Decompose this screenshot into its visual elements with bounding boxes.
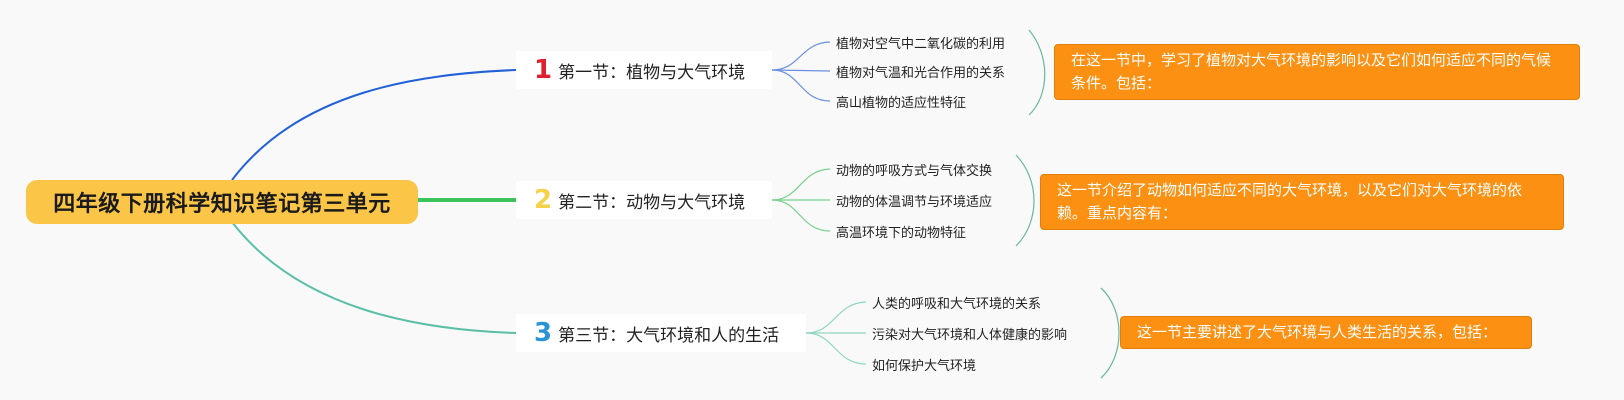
section-2-topic[interactable]: 2 第二节：动物与大气环境 xyxy=(516,181,772,219)
leaf-line-1-3 xyxy=(771,69,831,102)
summary-note-3[interactable]: 这一节主要讲述了大气环境与人类生活的关系，包括： xyxy=(1120,316,1532,349)
branch-line-1 xyxy=(231,69,517,181)
subtopic-2-1[interactable]: 动物的呼吸方式与气体交换 xyxy=(836,164,993,179)
leaf-line-2-3 xyxy=(771,199,831,232)
section-number-2: 2 xyxy=(534,185,553,215)
subtopic-1-3[interactable]: 高山植物的适应性特征 xyxy=(836,96,967,111)
subtopic-2-3[interactable]: 高温环境下的动物特征 xyxy=(836,226,967,241)
section-number-3: 3 xyxy=(534,318,553,348)
root-topic[interactable]: 四年级下册科学知识笔记第三单元 xyxy=(26,180,418,224)
leaf-line-1-2 xyxy=(771,69,831,72)
leaf-line-2-1 xyxy=(771,168,831,201)
subtopic-1-1[interactable]: 植物对空气中二氧化碳的利用 xyxy=(836,37,1006,52)
section-1-topic[interactable]: 1 第一节：植物与大气环境 xyxy=(516,51,772,89)
summary-bracket-2 xyxy=(1015,154,1035,247)
subtopic-3-1[interactable]: 人类的呼吸和大气环境的关系 xyxy=(872,297,1042,312)
subtopic-2-2[interactable]: 动物的体温调节与环境适应 xyxy=(836,195,993,210)
section-number-1: 1 xyxy=(534,55,553,85)
summary-bracket-3 xyxy=(1100,287,1120,379)
subtopic-3-2[interactable]: 污染对大气环境和人体健康的影响 xyxy=(872,328,1068,343)
section-title-3: 第三节：大气环境和人的生活 xyxy=(558,325,780,346)
section-title-2: 第二节：动物与大气环境 xyxy=(558,192,746,213)
leaf-line-3-1 xyxy=(805,301,867,334)
section-3-topic[interactable]: 3 第三节：大气环境和人的生活 xyxy=(516,314,806,352)
leaf-line-1-1 xyxy=(771,41,831,71)
subtopic-1-2[interactable]: 植物对气温和光合作用的关系 xyxy=(836,66,1006,81)
subtopic-3-3[interactable]: 如何保护大气环境 xyxy=(872,359,977,374)
section-title-1: 第一节：植物与大气环境 xyxy=(558,62,746,83)
leaf-line-3-3 xyxy=(805,332,867,365)
branch-line-3 xyxy=(231,221,517,334)
summary-note-1[interactable]: 在这一节中，学习了植物对大气环境的影响以及它们如何适应不同的气候条件。包括： xyxy=(1054,44,1580,100)
summary-bracket-1 xyxy=(1028,29,1046,116)
summary-note-2[interactable]: 这一节介绍了动物如何适应不同的大气环境，以及它们对大气环境的依赖。重点内容有： xyxy=(1040,174,1564,230)
